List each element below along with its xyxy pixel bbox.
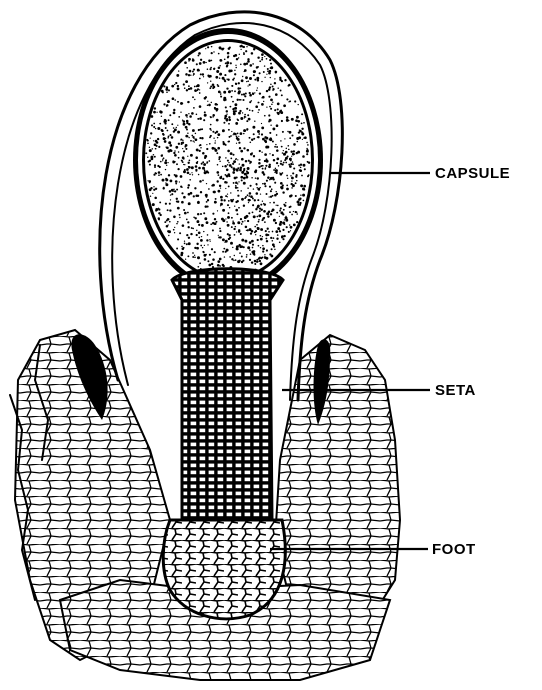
seta-label: SETA (435, 382, 476, 399)
capsule-label: CAPSULE (435, 165, 510, 182)
foot-label: FOOT (432, 541, 476, 558)
capsule (133, 28, 323, 292)
foot (163, 520, 285, 619)
seta (172, 269, 283, 520)
